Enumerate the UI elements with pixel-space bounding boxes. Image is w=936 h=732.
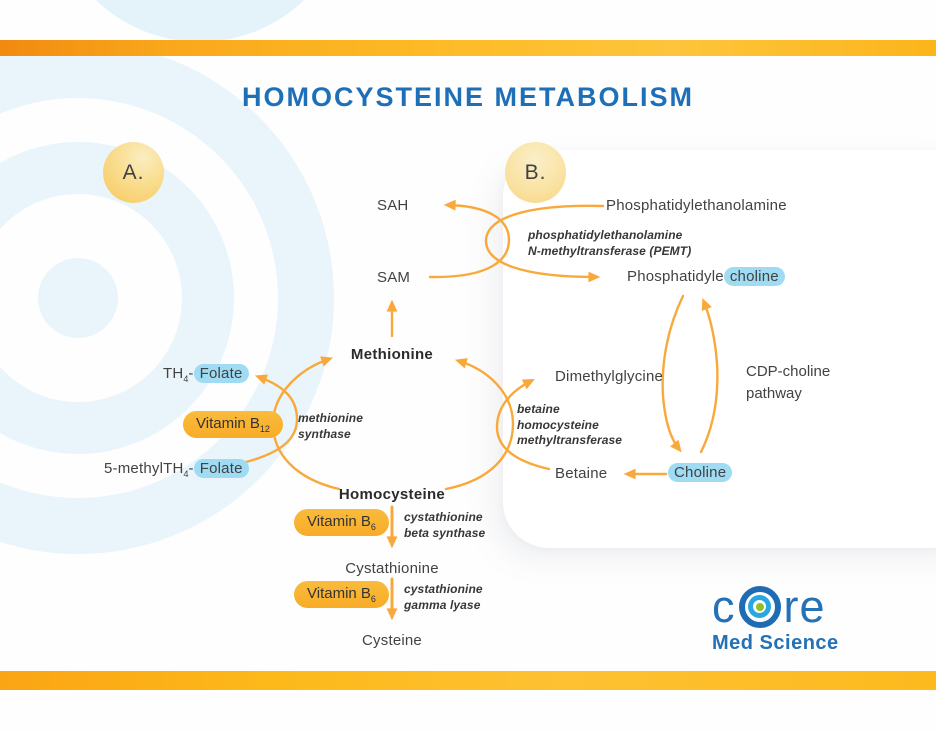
decor-ring-outer [0, 42, 334, 554]
arrow-pe-to-pc [484, 204, 605, 283]
node-methionine: Methionine [350, 346, 434, 363]
top-accent-bar [0, 40, 936, 56]
arrow-betaine-to-dimethylglycine [495, 379, 551, 471]
node-sah: SAH [377, 197, 409, 214]
node-cystathionine: Cystathionine [345, 560, 439, 577]
vitamin-b6-lower-label: Vitamin B [307, 585, 371, 602]
node-phosphatidylcholine-prefix: Phosphatidyle [627, 268, 724, 285]
cofactor-vitamin-b6-upper: Vitamin B6 [294, 509, 389, 536]
node-betaine: Betaine [555, 465, 608, 482]
logo-bullseye-center-dot [755, 602, 764, 611]
node-sam: SAM [377, 269, 411, 286]
vitamin-b12-subscript: 12 [259, 424, 270, 434]
th4-separator: - [188, 365, 194, 382]
node-cysteine: Cysteine [362, 632, 422, 649]
node-5-methyl-th4-folate: 5-methylTH4-Folate [104, 459, 249, 479]
node-th4-folate: TH4-Folate [163, 364, 249, 384]
core-med-science-logo: c re Med Science [712, 584, 839, 655]
bottom-accent-bar [0, 671, 936, 690]
enzyme-cystathionine-gamma-lyase: cystathionine gamma lyase [404, 582, 483, 612]
th4-folate-highlight: Folate [193, 364, 249, 383]
methyl-th4-separator: - [188, 460, 194, 477]
vitamin-b12-label: Vitamin B [196, 415, 260, 432]
logo-text-c: c [712, 581, 736, 632]
arrow-methylfolate-to-folate [244, 374, 299, 464]
node-phosphatidylethanolamine: Phosphatidylethanolamine [606, 197, 787, 214]
enzyme-cystathionine-beta-synthase: cystathionine beta synthase [404, 510, 486, 540]
section-b-label: B. [524, 160, 547, 184]
logo-subtitle: Med Science [712, 632, 839, 654]
logo-text-re: re [783, 581, 826, 632]
decor-top-blob [95, 0, 305, 42]
node-homocysteine: Homocysteine [338, 486, 446, 503]
logo-bullseye-icon [738, 585, 781, 628]
arrow-sam-to-sah [428, 199, 511, 279]
decor-ring-center [38, 258, 118, 338]
vitamin-b6-upper-subscript: 6 [370, 522, 376, 532]
node-phosphatidylcholine-highlight: choline [723, 267, 785, 286]
cdp-choline-pathway-label: CDP-choline pathway [746, 363, 831, 402]
methyl-th4-prefix: 5-methylTH [104, 460, 184, 477]
enzyme-bhmt: betaine homocysteine methyltransferase [517, 402, 623, 448]
th4-prefix: TH [163, 365, 184, 382]
vitamin-b6-lower-subscript: 6 [370, 594, 376, 604]
arrow-pc-to-choline [661, 294, 685, 453]
enzyme-methionine-synthase: methionine synthase [298, 411, 364, 441]
logo-bullseye-mid-ring [748, 595, 771, 618]
arrow-choline-to-pc-cdp [699, 297, 719, 454]
vitamin-b6-upper-label: Vitamin B [307, 513, 371, 530]
cofactor-vitamin-b12: Vitamin B12 [183, 411, 283, 438]
th4-subscript: 4 [183, 374, 189, 384]
methyl-th4-subscript: 4 [183, 469, 189, 479]
node-choline: Choline [668, 463, 733, 482]
logo-wordmark: c re [712, 584, 839, 629]
section-b-badge: B. [505, 142, 566, 203]
decor-ring-mid [0, 142, 234, 454]
arrow-homocysteine-to-methionine-right [444, 358, 515, 491]
node-dimethylglycine: Dimethylglycine [555, 368, 664, 385]
methyl-th4-folate-highlight: Folate [193, 459, 249, 478]
enzyme-pemt: phosphatidylethanolamine N-methyltransfe… [528, 228, 692, 258]
section-a-badge: A. [103, 142, 164, 203]
page-title: HOMOCYSTEINE METABOLISM [241, 82, 694, 112]
cofactor-vitamin-b6-lower: Vitamin B6 [294, 581, 389, 608]
section-a-label: A. [122, 160, 145, 184]
node-choline-highlight: Choline [668, 463, 733, 482]
